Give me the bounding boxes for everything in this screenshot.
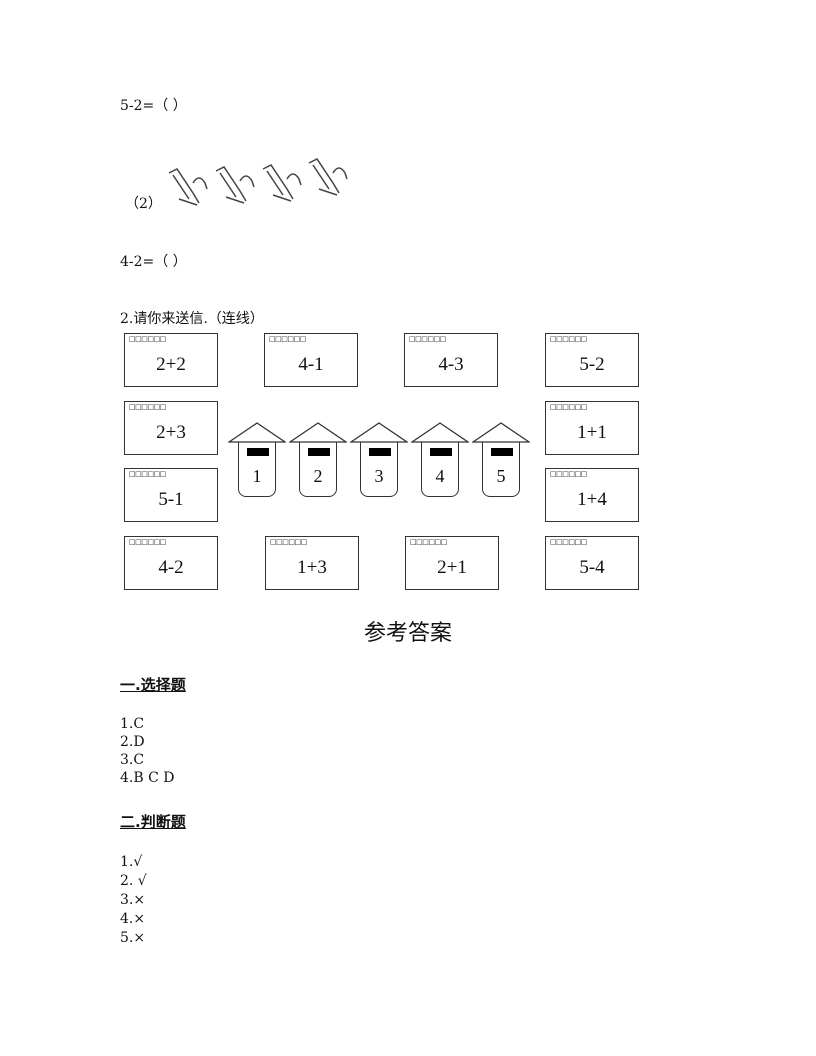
mailbox-5: 5 <box>472 422 530 502</box>
card-label: □□□□□□ <box>129 538 166 546</box>
ducks-image <box>168 158 348 206</box>
answer-item: 4.× <box>120 911 146 927</box>
mailbox-3: 3 <box>350 422 408 502</box>
card-equation: 4-1 <box>298 354 324 375</box>
question-2-title: 2.请你来送信.（连线） <box>120 311 264 327</box>
card-label: □□□□□□ <box>550 470 587 478</box>
roof-icon <box>472 422 530 443</box>
roof-icon <box>350 422 408 443</box>
card-label: □□□□□□ <box>129 335 166 343</box>
roof-icon <box>228 422 286 443</box>
section-heading-judge: 二.判断题 <box>120 813 186 831</box>
card-equation: 5-1 <box>158 489 184 510</box>
card-label: □□□□□□ <box>550 538 587 546</box>
card-equation: 5-4 <box>579 557 605 578</box>
card-label: □□□□□□ <box>409 335 446 343</box>
mail-slot-icon <box>430 448 452 456</box>
letter-card: □□□□□□ 4-3 <box>404 333 498 387</box>
letter-card: □□□□□□ 4-1 <box>264 333 358 387</box>
letter-card: □□□□□□ 5-2 <box>545 333 639 387</box>
card-label: □□□□□□ <box>129 403 166 411</box>
answer-item: 4.B C D <box>120 770 175 786</box>
letter-card: □□□□□□ 2+2 <box>124 333 218 387</box>
answer-item: 1.C <box>120 716 145 732</box>
letter-card: □□□□□□ 2+1 <box>405 536 499 590</box>
answer-item: 5.× <box>120 930 146 946</box>
card-equation: 1+3 <box>297 557 327 578</box>
answer-item: 3.C <box>120 752 145 768</box>
answer-item: 2.D <box>120 734 145 750</box>
card-label: □□□□□□ <box>269 335 306 343</box>
card-equation: 2+1 <box>437 557 467 578</box>
mailbox-number: 5 <box>496 466 506 486</box>
card-equation: 1+4 <box>577 489 607 510</box>
roof-icon <box>289 422 347 443</box>
letter-card: □□□□□□ 2+3 <box>124 401 218 455</box>
sub-question-label: （2） <box>125 196 162 212</box>
section-heading-choice: 一.选择题 <box>120 676 186 694</box>
mailbox-number: 3 <box>374 466 384 486</box>
card-label: □□□□□□ <box>550 403 587 411</box>
letter-card: □□□□□□ 1+1 <box>545 401 639 455</box>
answer-item: 3.× <box>120 892 146 908</box>
mailbox-4: 4 <box>411 422 469 502</box>
mail-slot-icon <box>247 448 269 456</box>
card-equation: 2+2 <box>156 354 186 375</box>
mailbox-1: 1 <box>228 422 286 502</box>
mail-slot-icon <box>308 448 330 456</box>
duck-icon <box>215 166 255 204</box>
mailbox-2: 2 <box>289 422 347 502</box>
mail-slot-icon <box>491 448 513 456</box>
card-label: □□□□□□ <box>270 538 307 546</box>
answer-item: 2. √ <box>120 873 147 889</box>
mailbox-number: 2 <box>313 466 323 486</box>
card-equation: 5-2 <box>579 354 605 375</box>
letter-card: □□□□□□ 5-4 <box>545 536 639 590</box>
card-label: □□□□□□ <box>410 538 447 546</box>
card-equation: 2+3 <box>156 422 186 443</box>
mail-slot-icon <box>369 448 391 456</box>
letter-card: □□□□□□ 1+3 <box>265 536 359 590</box>
card-label: □□□□□□ <box>129 470 166 478</box>
answers-title: 参考答案 <box>363 621 452 646</box>
mailbox-number: 1 <box>252 466 262 486</box>
letter-card: □□□□□□ 4-2 <box>124 536 218 590</box>
card-equation: 1+1 <box>577 422 607 443</box>
duck-icon <box>262 164 302 202</box>
letter-card: □□□□□□ 1+4 <box>545 468 639 522</box>
mailbox-number: 4 <box>435 466 445 486</box>
roof-icon <box>411 422 469 443</box>
letter-card: □□□□□□ 5-1 <box>124 468 218 522</box>
duck-icon <box>168 168 208 206</box>
answer-item: 1.√ <box>120 854 143 870</box>
equation-4-2: 4-2=（ ） <box>120 254 187 270</box>
equation-5-2: 5-2=（ ） <box>120 98 187 114</box>
card-equation: 4-2 <box>158 557 184 578</box>
duck-icon <box>308 158 348 196</box>
card-equation: 4-3 <box>438 354 464 375</box>
card-label: □□□□□□ <box>550 335 587 343</box>
